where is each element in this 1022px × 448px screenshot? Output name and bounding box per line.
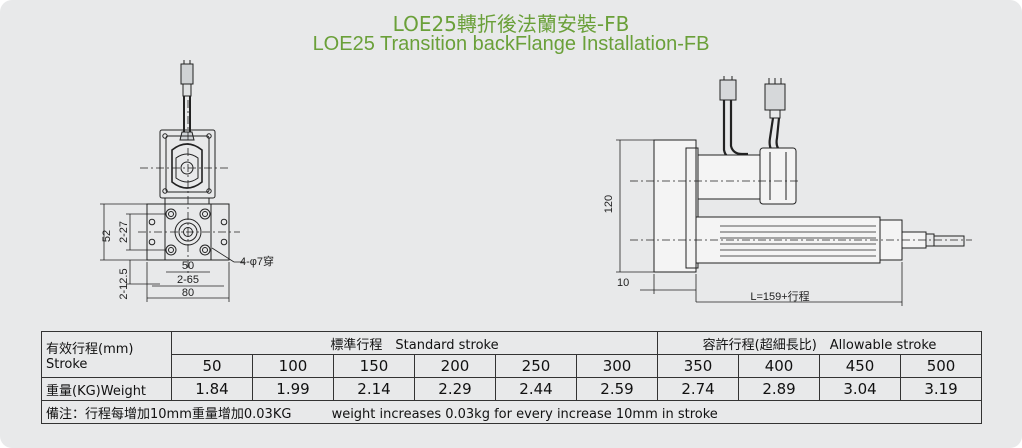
weight-cell: 1.99 [252, 377, 334, 401]
weight-cell: 3.04 [819, 377, 902, 401]
side-motor [697, 154, 761, 200]
front-motor-housing [159, 129, 216, 199]
stroke-cell: 150 [333, 354, 415, 378]
note-zh: 備注：行程每增加10mm重量增加0.03KG [46, 406, 292, 422]
stroke-cell: 100 [252, 354, 334, 378]
stroke-cell: 400 [738, 354, 821, 378]
note-cell: 備注：行程每增加10mm重量增加0.03KG weight increases … [40, 400, 983, 424]
stroke-cell: 200 [414, 354, 496, 378]
title-chinese: LOE25轉折後法蘭安裝-FB [392, 12, 630, 36]
stroke-label-cell: 有效行程(mm) Stroke [41, 331, 172, 378]
side-view [616, 76, 972, 306]
standard-stroke-header: 標準行程 Standard stroke [170, 331, 659, 355]
note-row: 備注：行程每增加10mm重量增加0.03KG weight increases … [40, 400, 983, 424]
weight-label: 重量(KG)Weight [41, 377, 172, 401]
dim-hole: 4-φ7穿 [240, 254, 274, 268]
stroke-label-zh: 有效行程(mm) [46, 341, 134, 357]
dim-length: L=159+行程 [750, 290, 809, 303]
spec-table: 有效行程(mm) Stroke 標準行程 Standard stroke 容許行… [40, 331, 983, 424]
stroke-cell: 300 [575, 354, 659, 378]
weight-cell: 2.44 [495, 377, 577, 401]
weight-cell: 2.29 [414, 377, 496, 401]
stroke-cell: 500 [900, 354, 983, 378]
stroke-cell: 350 [657, 354, 740, 378]
side-connector-2-icon [764, 83, 786, 111]
stroke-cell: 450 [819, 354, 902, 378]
front-connector-icon [180, 63, 194, 85]
dim-52: 52 [101, 230, 113, 242]
dim-2-12-5: 2-12.5 [118, 268, 130, 299]
note-en: weight increases 0.03kg for every increa… [331, 406, 718, 422]
title-english: LOE25 Transition backFlange Installation… [312, 33, 710, 55]
dim-80: 80 [182, 287, 194, 299]
stroke-cell: 50 [171, 354, 253, 378]
front-view [100, 60, 244, 302]
allowable-stroke-header: 容許行程(超細長比) Allowable stroke [657, 331, 983, 355]
side-connector-1-icon [719, 79, 737, 101]
weight-cell: 1.84 [171, 377, 253, 401]
dim-10: 10 [617, 277, 629, 289]
technical-drawing: 52 2-27 2-12.5 50 2-65 80 4-φ7穿 [100, 60, 972, 306]
stroke-cell: 250 [495, 354, 577, 378]
dim-2-27: 2-27 [118, 221, 130, 243]
stroke-row: 50 100 150 200 250 300 350 400 450 500 [42, 354, 983, 378]
weight-cell: 2.59 [575, 377, 659, 401]
dim-50: 50 [182, 260, 194, 272]
weight-cell: 2.14 [333, 377, 415, 401]
weight-cell: 3.19 [900, 377, 983, 401]
dim-120: 120 [603, 195, 615, 213]
stroke-label-en: Stroke [46, 356, 88, 372]
weight-cell: 2.74 [657, 377, 740, 401]
weight-cell: 2.89 [738, 377, 821, 401]
weight-row: 重量(KG)Weight 1.84 1.99 2.14 2.29 2.44 2.… [41, 377, 983, 401]
side-gearbox [653, 139, 697, 273]
dim-2-65: 2-65 [177, 274, 199, 286]
